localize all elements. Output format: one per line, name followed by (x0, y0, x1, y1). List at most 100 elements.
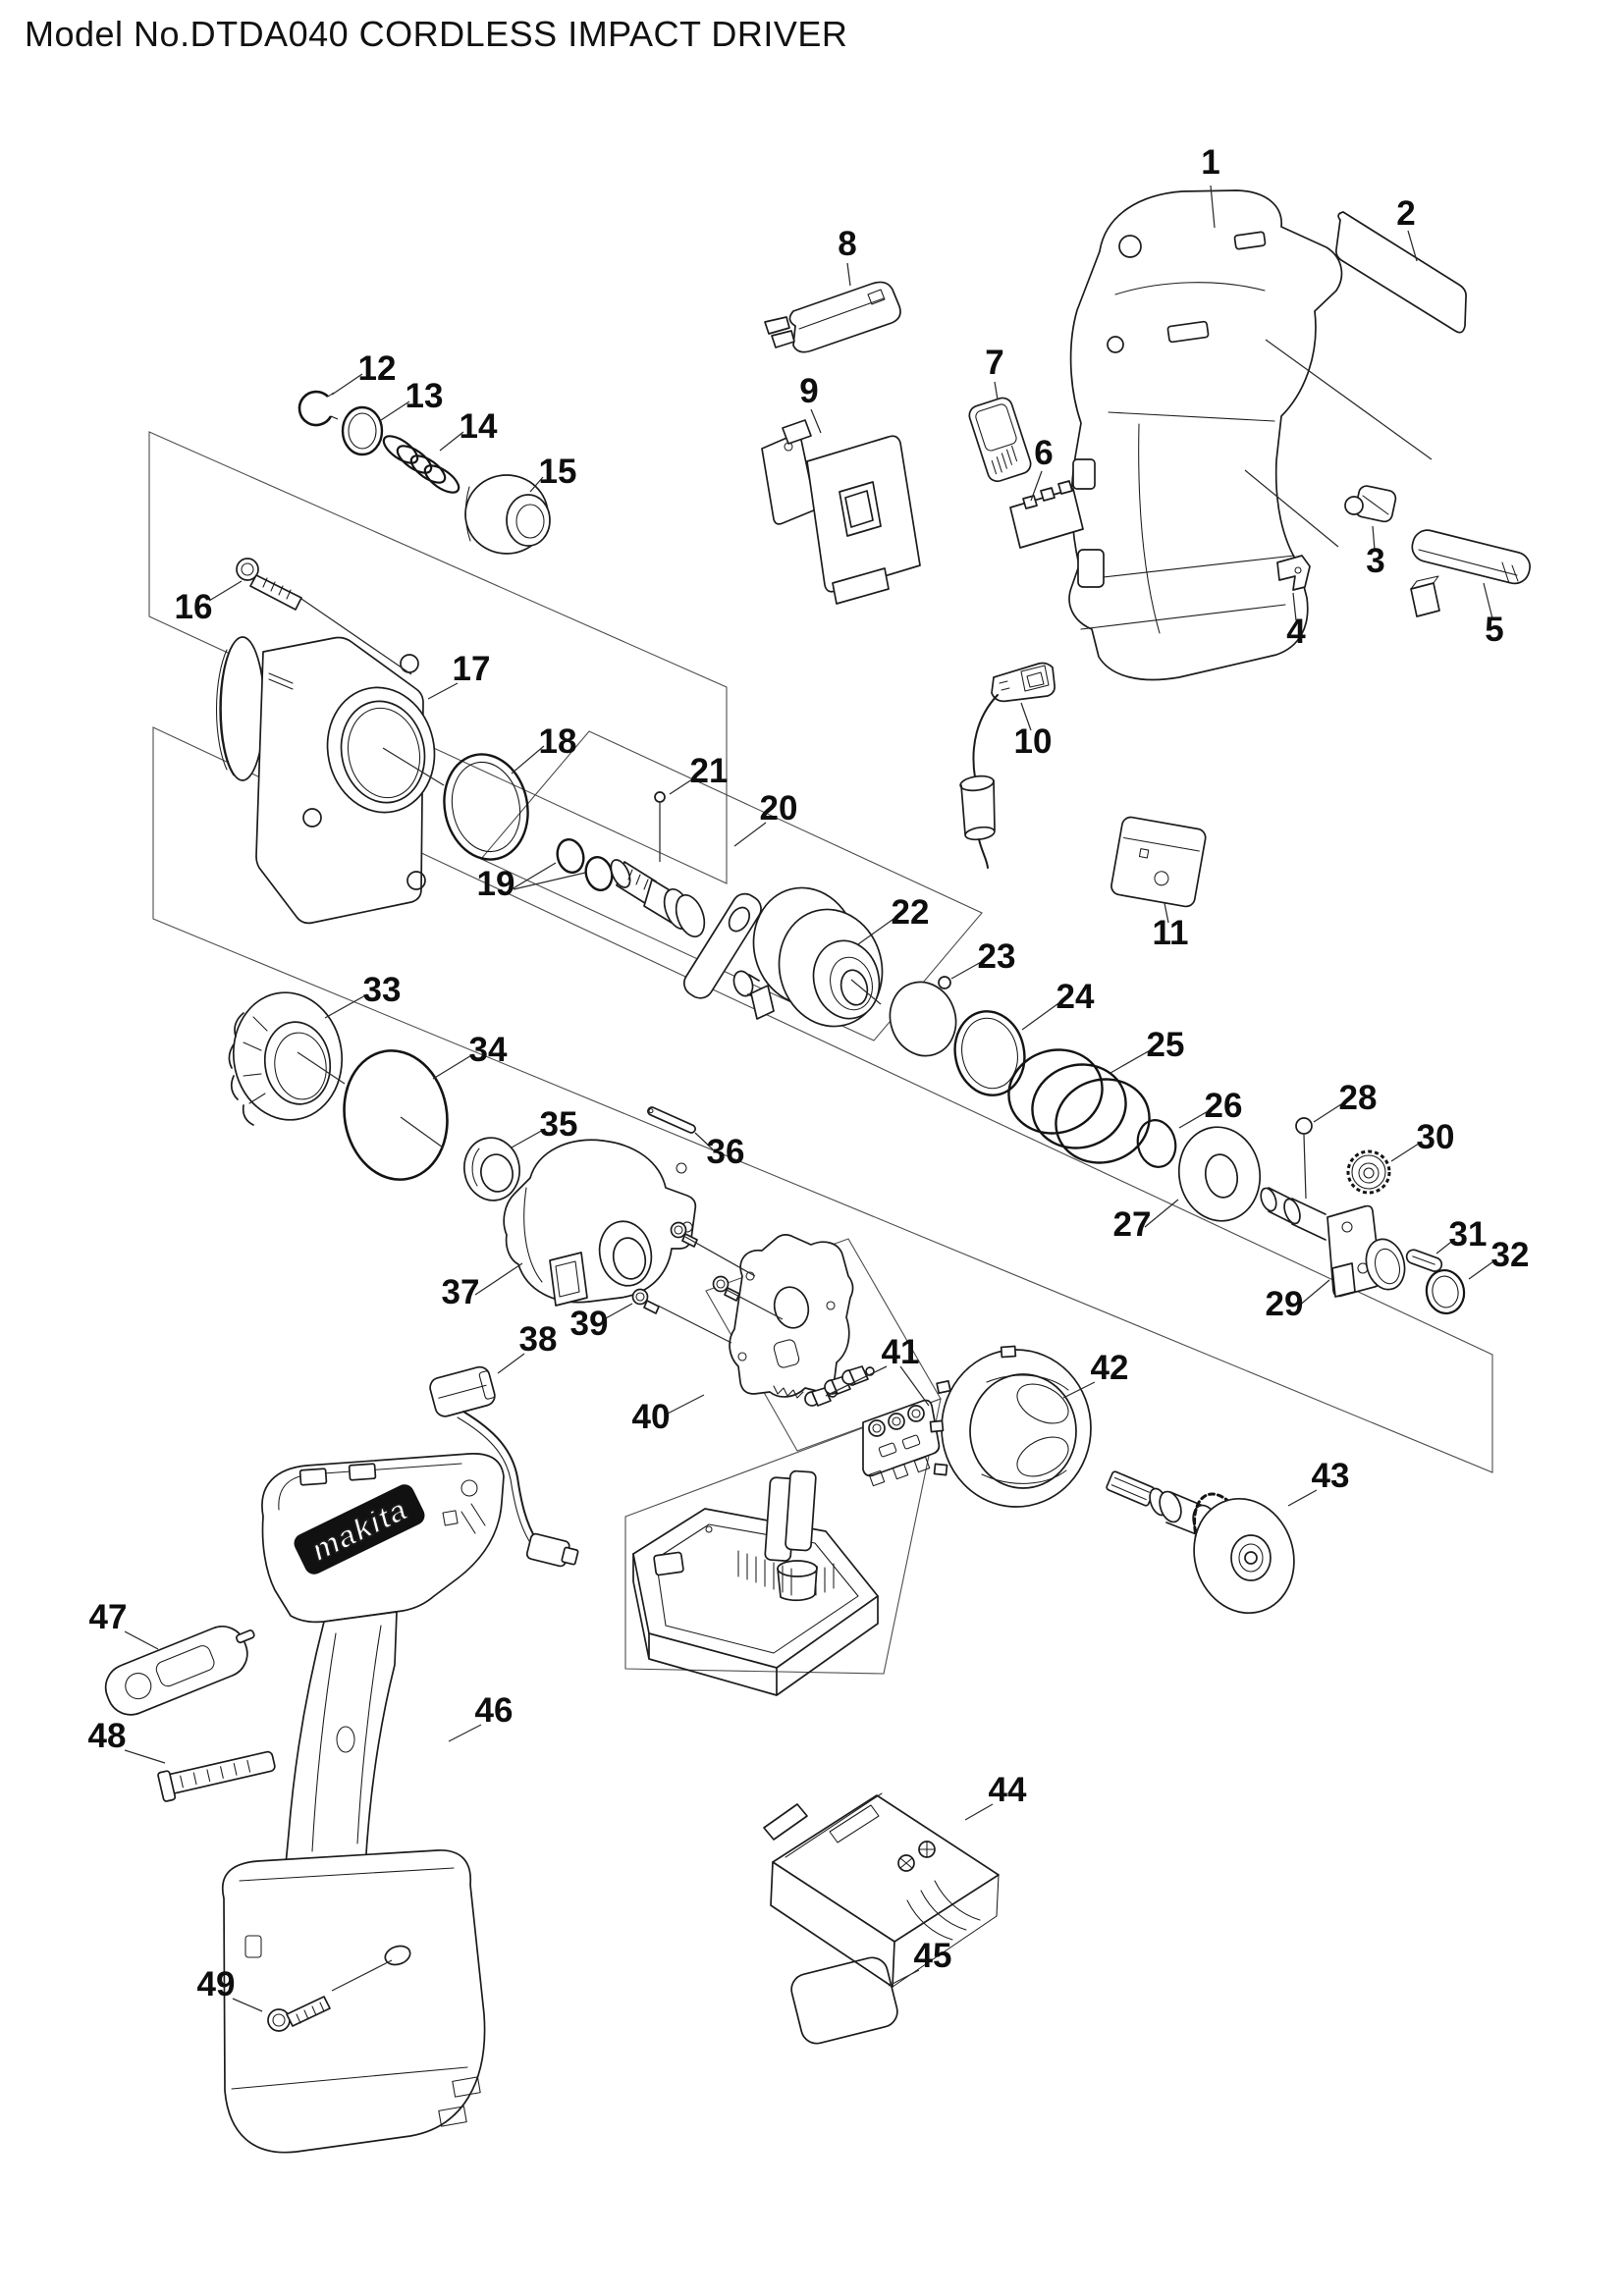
part-number-12: 12 (358, 349, 397, 388)
leader-line-part-36 (694, 1132, 714, 1150)
part-47-cover (104, 1626, 255, 1716)
assembly-line (899, 1365, 930, 1407)
leader-line-part-20 (733, 822, 767, 847)
leader-line-part-17 (427, 682, 459, 700)
leader-line-part-44 (964, 1803, 994, 1821)
leader-line-part-11 (1164, 902, 1169, 924)
part-7-switch-button (968, 397, 1032, 483)
part-2-name-plate (1335, 211, 1467, 334)
leader-line-part-25 (1110, 1048, 1153, 1074)
part-number-21: 21 (690, 752, 729, 790)
part-number-39: 39 (570, 1305, 609, 1343)
leader-line-part-4 (1292, 592, 1297, 621)
part-45-sheet (790, 1956, 898, 2045)
part-32-o-ring (1425, 1268, 1466, 1315)
part-26-o-ring (1136, 1119, 1177, 1168)
assembly-line (382, 747, 445, 786)
part-41-terminal-set (804, 1365, 941, 1487)
part-36-pin (647, 1106, 696, 1134)
part-number-48: 48 (88, 1717, 127, 1755)
leader-line-part-16 (208, 580, 243, 602)
part-number-13: 13 (406, 377, 444, 415)
part-number-47: 47 (89, 1598, 128, 1636)
part-number-31: 31 (1449, 1215, 1488, 1254)
part-number-20: 20 (760, 789, 798, 828)
leader-line-part-41 (825, 1365, 888, 1397)
leader-line-part-37 (474, 1262, 523, 1296)
part-14-spring (382, 435, 460, 494)
part-13-ring (341, 405, 384, 456)
leader-line-part-18 (511, 745, 545, 774)
assembly-line (684, 1236, 756, 1277)
part-9-switch (761, 419, 921, 605)
part-number-5: 5 (1485, 611, 1503, 649)
leader-line-part-21 (669, 776, 696, 795)
leader-line-part-1 (1210, 185, 1216, 229)
part-18-ring (443, 753, 529, 861)
part-number-18: 18 (539, 722, 577, 761)
part-49-screw (267, 1996, 331, 2032)
part-40-controller-assembly (632, 1234, 879, 1696)
part-number-49: 49 (197, 1965, 236, 2003)
part-44-terminal-block (763, 1792, 1000, 1988)
part-42-stator (929, 1345, 1092, 1508)
leader-line-part-7 (994, 381, 999, 400)
part-number-46: 46 (475, 1691, 514, 1730)
assembly-line (300, 598, 412, 675)
assembly-line (400, 1116, 444, 1148)
part-10-led-wire-unit (959, 662, 1056, 869)
page-title: Model No.DTDA040 CORDLESS IMPACT DRIVER (25, 14, 848, 54)
leader-line-part-27 (1144, 1199, 1179, 1228)
group-box (624, 1398, 942, 1675)
leader-line-part-47 (124, 1630, 159, 1650)
part-8-slide-lever (764, 281, 901, 353)
part-number-41: 41 (882, 1333, 920, 1371)
leader-line-part-9 (810, 408, 822, 434)
leader-line-part-2 (1407, 230, 1418, 262)
part-number-36: 36 (707, 1133, 745, 1171)
leader-line-part-14 (439, 431, 464, 452)
leader-line-part-8 (846, 262, 851, 287)
part-number-44: 44 (989, 1771, 1027, 1809)
leader-line-part-22 (857, 916, 897, 945)
part-43-rotor (1106, 1470, 1295, 1615)
part-35-ball-bearing (463, 1137, 520, 1201)
part-number-42: 42 (1091, 1349, 1129, 1387)
part-number-23: 23 (978, 937, 1016, 976)
part-1-housing-set (1068, 189, 1343, 681)
group-box (148, 431, 728, 884)
group-box (480, 730, 983, 1041)
part-5-contact-strip (1410, 529, 1531, 617)
leader-line-part-32 (1468, 1258, 1497, 1280)
part-number-38: 38 (519, 1320, 558, 1359)
assembly-line (1265, 339, 1433, 460)
part-30-pinion-gear (1346, 1149, 1391, 1195)
leader-line-part-49 (232, 1998, 263, 2012)
leader-line-part-23 (950, 960, 984, 980)
part-number-16: 16 (175, 588, 213, 626)
part-number-10: 10 (1014, 722, 1053, 761)
part-22-bearing-retainer (750, 886, 884, 1028)
part-3-knob (1344, 485, 1397, 523)
assembly-line (297, 1051, 346, 1085)
part-number-6: 6 (1034, 434, 1053, 472)
part-48-bar (157, 1750, 276, 1802)
part-number-8: 8 (838, 225, 856, 263)
part-number-25: 25 (1147, 1026, 1185, 1064)
leader-line-part-15 (529, 476, 544, 493)
leader-line-part-28 (1313, 1101, 1345, 1123)
part-number-9: 9 (799, 372, 818, 410)
assembly-line (1303, 1134, 1307, 1200)
part-23-ball-and-washer (889, 976, 957, 1057)
part-number-11: 11 (1153, 914, 1189, 952)
leader-line-part-43 (1287, 1489, 1318, 1507)
part-17-hammer-case (215, 636, 436, 925)
part-number-3: 3 (1366, 542, 1384, 580)
part-24-ring (953, 1010, 1026, 1096)
part-33-lock-nut (228, 991, 344, 1126)
leader-line-part-5 (1483, 582, 1493, 619)
leader-line-part-3 (1372, 525, 1376, 551)
leader-line-part-33 (324, 993, 368, 1019)
